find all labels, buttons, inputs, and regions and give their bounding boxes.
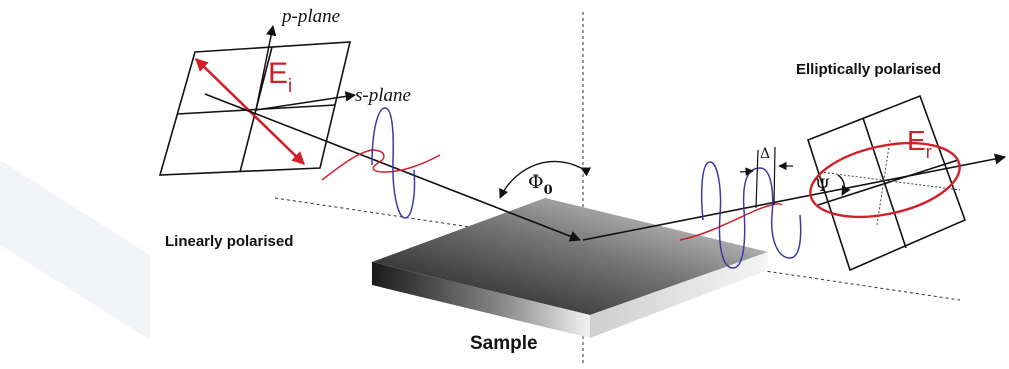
reflected-beam (582, 153, 1007, 241)
reflected-polarisation-frame (807, 94, 967, 272)
incidence-angle-label: Φ0 (528, 171, 553, 198)
elliptically-polarised-label: Elliptically polarised (796, 61, 941, 78)
incident-wave-red (321, 149, 441, 181)
linearly-polarised-label: Linearly polarised (165, 233, 293, 250)
reflected-wave-blue (700, 161, 802, 269)
sample-side-face (590, 252, 768, 338)
p-plane-label: p-plane (280, 6, 340, 27)
watermark-chevron (0, 160, 150, 340)
phase-shift-indicator (739, 146, 793, 209)
reflected-wave-red (679, 203, 783, 241)
incidence-angle-arc (499, 160, 592, 199)
incident-wave-blue (371, 107, 416, 219)
sample-label: Sample (470, 333, 538, 354)
s-plane-label: s-plane (355, 85, 411, 106)
plane-of-incidence-line (274, 197, 961, 301)
psi-angle-arc (837, 174, 851, 196)
delta-label: Δ (760, 146, 770, 162)
sample-top-face (372, 198, 768, 315)
incident-field-label: Ei (268, 57, 292, 97)
sample-block (372, 198, 768, 338)
s-plane-axis (255, 91, 357, 111)
incident-polarisation-frame (158, 24, 357, 176)
psi-label: Ψ (815, 176, 830, 196)
reflected-field-label: Er (907, 125, 932, 162)
sample-front-face (372, 262, 590, 338)
polarisation-ellipse (809, 141, 961, 219)
